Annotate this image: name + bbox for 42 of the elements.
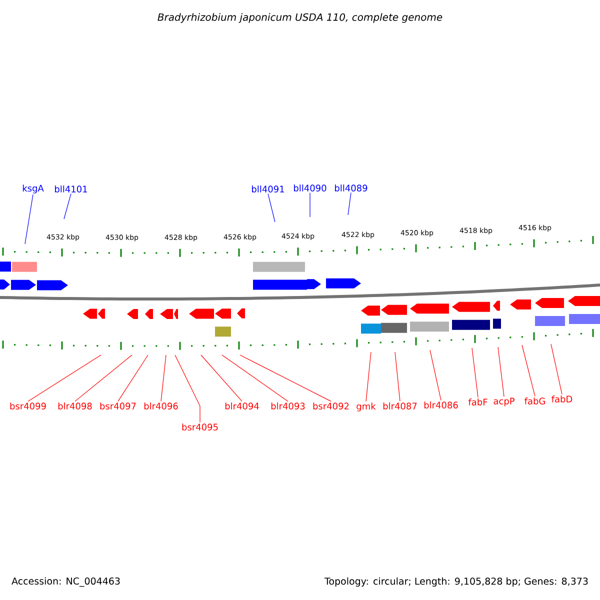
gene-label: fabG xyxy=(524,398,545,404)
genome-info-label: Topology: circular; Length: 9,105,828 bp; Genes: 8,373 xyxy=(324,577,588,587)
gene-label: blr4093 xyxy=(271,402,305,410)
leader-line xyxy=(522,344,536,397)
title: Bradyrhizobium japonicum USDA 110, complete genome xyxy=(158,13,442,23)
leader-line xyxy=(348,192,352,216)
gene-label: gmk xyxy=(356,402,376,412)
leader-line xyxy=(200,354,242,402)
accession-label: Accession: NC_004463 xyxy=(12,577,120,587)
leader-line xyxy=(268,193,276,222)
leader-line xyxy=(472,348,478,398)
leader-line xyxy=(366,352,372,402)
leader-line xyxy=(240,354,332,402)
leader-line xyxy=(550,344,562,395)
gene-label: blr4098 xyxy=(58,402,92,410)
gene-label: bsr4097 xyxy=(100,402,136,410)
gene-label: bll4090 xyxy=(294,184,326,192)
gene-label: bsr4092 xyxy=(313,402,349,410)
gene-label: fabD xyxy=(552,396,572,402)
leader-line xyxy=(430,350,442,401)
gene-label: bsr4099 xyxy=(10,402,46,410)
leader-line xyxy=(64,193,72,220)
leader-line xyxy=(222,354,288,402)
gene-label: fabF xyxy=(468,398,488,406)
gene-label: blr4096 xyxy=(144,402,178,410)
gene-label: acpP xyxy=(494,398,515,406)
leader-line xyxy=(74,354,132,402)
gene-label: blr4094 xyxy=(225,402,259,410)
gene-label: blr4086 xyxy=(424,402,458,408)
gene-label: bsr4095 xyxy=(182,424,218,430)
leader-line xyxy=(118,354,148,402)
leader-line xyxy=(160,354,166,402)
gene-label: blr4087 xyxy=(383,402,417,410)
gene-label: ksgA xyxy=(22,184,44,194)
leader-line xyxy=(28,354,102,402)
gene-label: bll4091 xyxy=(252,186,284,192)
leader-line xyxy=(174,354,200,423)
leader-line xyxy=(498,346,504,397)
gene-label: bll4101 xyxy=(55,186,87,192)
leader-line xyxy=(24,194,34,244)
leader-line xyxy=(394,352,400,402)
gene-label: bll4089 xyxy=(335,184,368,192)
